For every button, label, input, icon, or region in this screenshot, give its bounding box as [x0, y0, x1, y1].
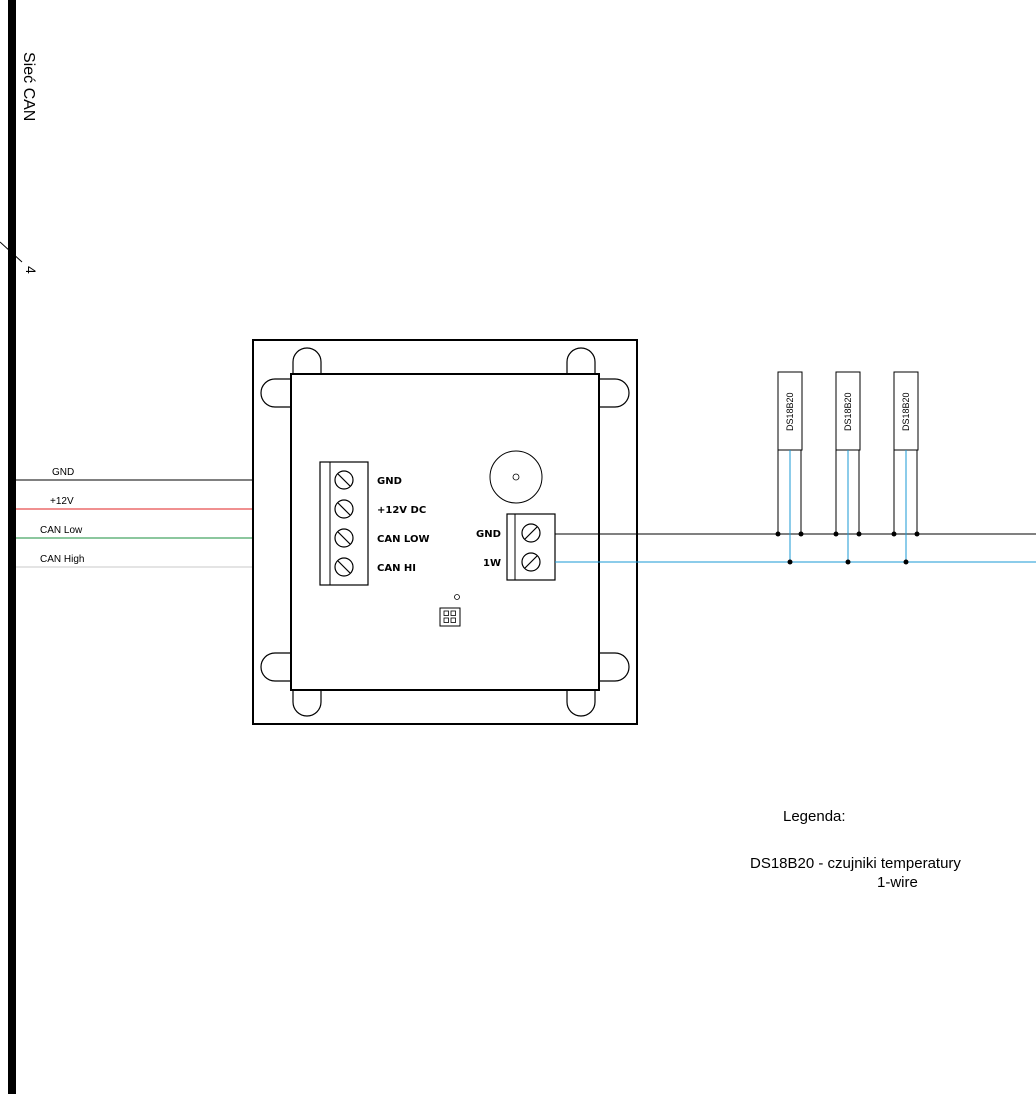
- programming-connector: [439, 607, 461, 627]
- mounting-tab-bottom-left: [292, 690, 322, 717]
- mounting-tabs: [260, 347, 630, 717]
- can-bus-bar: [8, 0, 16, 1094]
- sensor-label: DS18B20: [901, 392, 911, 431]
- junction-dot: [775, 531, 781, 537]
- onewire-terminal-block: GND 1W: [476, 513, 556, 581]
- terminal-label-can-hi: CAN HI: [377, 563, 416, 574]
- terminal-label-can-low: CAN LOW: [377, 534, 429, 545]
- mounting-tab-right-top: [599, 378, 630, 408]
- mounting-tab-left-bottom: [260, 652, 291, 682]
- terminal-screw: [521, 552, 541, 572]
- junction-dot: [856, 531, 862, 537]
- legend-line-2: 1-wire: [877, 874, 918, 891]
- wire-count-slash: [0, 241, 23, 263]
- junction-dot: [798, 531, 804, 537]
- wire-label-12v: +12V: [50, 496, 74, 507]
- onewire-label-1w: 1W: [483, 558, 501, 569]
- sensor-label: DS18B20: [843, 392, 853, 431]
- junction-dot: [787, 559, 793, 565]
- can-wires: GND +12V CAN Low CAN High: [16, 467, 330, 568]
- buzzer-center: [512, 473, 520, 481]
- mounting-tab-top-right: [566, 347, 596, 374]
- terminal-screw: [334, 557, 354, 577]
- terminal-screw: [334, 528, 354, 548]
- sensor-body: [893, 371, 919, 451]
- legend-title: Legenda:: [783, 808, 846, 825]
- mounting-tab-left-top: [260, 378, 291, 408]
- legend-line-1: DS18B20 - czujniki temperatury: [750, 855, 961, 872]
- mounting-tab-right-bottom: [599, 652, 630, 682]
- terminal-label-gnd: GND: [377, 476, 402, 487]
- wire-count-label: 4: [23, 266, 39, 274]
- junction-dot: [891, 531, 897, 537]
- sensor-1: DS18B20: [775, 371, 804, 565]
- wire-label-can-low: CAN Low: [40, 525, 83, 536]
- mounting-tab-top-left: [292, 347, 322, 374]
- onewire-label-gnd: GND: [476, 529, 501, 540]
- junction-dot: [903, 559, 909, 565]
- wire-label-gnd: GND: [52, 467, 74, 478]
- terminal-screw: [521, 523, 541, 543]
- sensor-label: DS18B20: [785, 392, 795, 431]
- sensor-2: DS18B20: [833, 371, 862, 565]
- wire-label-can-high: CAN High: [40, 554, 84, 565]
- can-bus-title: Sieć CAN: [20, 52, 37, 121]
- legend: Legenda: DS18B20 - czujniki temperatury …: [750, 808, 961, 891]
- junction-dot: [845, 559, 851, 565]
- programming-connector-pins: [443, 610, 456, 623]
- junction-dot: [833, 531, 839, 537]
- sensor-3: DS18B20: [891, 371, 920, 565]
- can-terminal-block: GND +12V DC CAN LOW CAN HI: [319, 461, 429, 586]
- status-led: [454, 594, 460, 600]
- terminal-screw: [334, 470, 354, 490]
- terminal-label-12v-dc: +12V DC: [377, 505, 426, 516]
- mounting-tab-bottom-right: [566, 690, 596, 717]
- junction-dot: [914, 531, 920, 537]
- terminal-screw: [334, 499, 354, 519]
